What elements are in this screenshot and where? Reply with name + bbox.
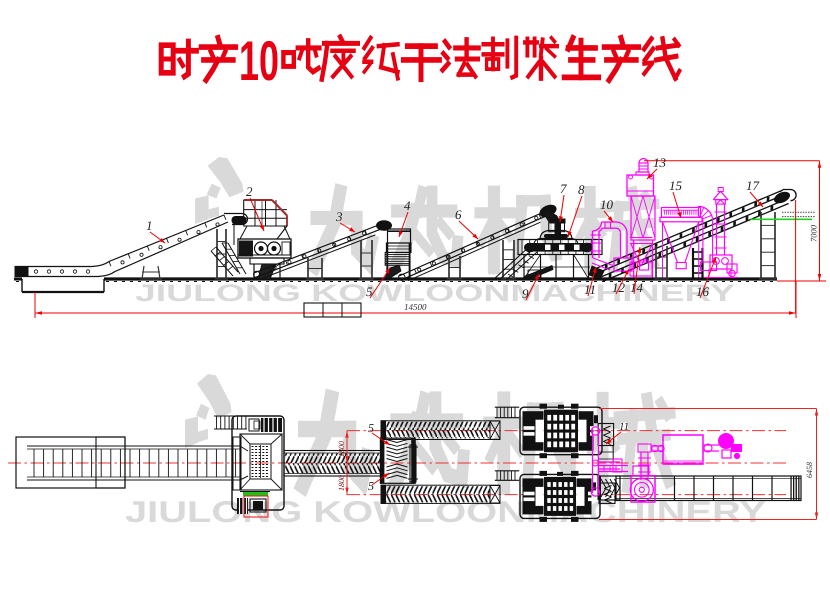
svg-text:6: 6 [455,207,462,222]
svg-text:1800: 1800 [337,475,346,491]
svg-text:5: 5 [368,479,374,493]
svg-text:5: 5 [366,284,373,299]
svg-text:10: 10 [239,29,279,92]
svg-text:8: 8 [578,182,585,197]
svg-text:7: 7 [560,181,567,196]
svg-text:13: 13 [653,155,667,170]
svg-text:JIULONG KOWLOONMACHINERY: JIULONG KOWLOONMACHINERY [135,280,735,307]
svg-text:17: 17 [746,178,760,193]
svg-text:12: 12 [612,280,626,295]
svg-text:11: 11 [619,421,629,433]
svg-text:5: 5 [368,421,374,435]
svg-text:1800: 1800 [337,441,346,457]
svg-text:6458: 6458 [805,462,814,478]
svg-text:3: 3 [335,209,343,224]
svg-text:10: 10 [600,197,614,212]
svg-text:4: 4 [404,198,411,213]
svg-text:1: 1 [146,218,153,233]
svg-text:15: 15 [669,178,683,193]
svg-text:7000: 7000 [809,224,819,242]
svg-text:9: 9 [522,286,529,301]
svg-text:14: 14 [630,280,644,295]
svg-text:2: 2 [246,184,253,199]
svg-text:14500: 14500 [404,302,427,312]
